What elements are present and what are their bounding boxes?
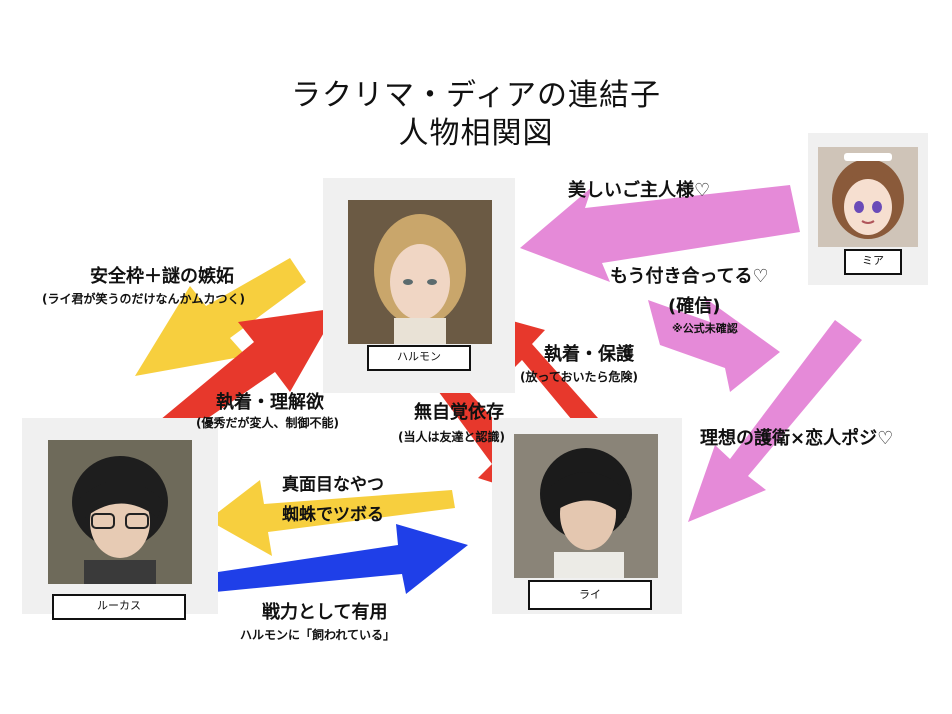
- label-mia-to-harmon: 美しいご主人様♡: [568, 180, 711, 201]
- label-lucas-to-rai: 戦力として有用: [262, 602, 388, 623]
- label-mia-dating-sub: (確信): [668, 296, 721, 317]
- name-mia: ミア: [844, 249, 902, 275]
- label-rai-to-harmon: 無自覚依存: [414, 402, 504, 423]
- label-mia-to-rai: 理想の護衛×恋人ポジ♡: [700, 428, 894, 449]
- name-harmon: ハルモン: [367, 345, 471, 371]
- arrow-mia-to-harmon: [520, 185, 800, 282]
- portrait-mia: [818, 147, 918, 247]
- label-rai-to-lucas-2: 蜘蛛でツボる: [282, 505, 384, 525]
- label-harmon-to-rai-sub: (放っておいたら危険): [520, 370, 639, 384]
- name-lucas: ルーカス: [52, 594, 186, 620]
- label-harmon-to-rai: 執着・保護: [544, 344, 634, 365]
- portrait-lucas: [48, 440, 192, 584]
- label-harmon-to-lucas: 安全枠＋謎の嫉妬: [90, 266, 234, 287]
- arrow-lucas-to-rai: [215, 524, 468, 594]
- label-lucas-to-harmon-sub: (優秀だが変人、制御不能): [196, 416, 339, 430]
- label-rai-to-lucas-1: 真面目なやつ: [282, 475, 384, 495]
- label-rai-to-harmon-sub: (当人は友達と認識): [398, 430, 505, 444]
- arrow-mia-dating: [648, 298, 780, 392]
- arrow-rai-to-lucas: [208, 480, 455, 556]
- label-mia-dating: もう付き合ってる♡: [610, 266, 769, 287]
- label-mia-dating-note: ※公式未確認: [672, 322, 738, 335]
- label-lucas-to-harmon: 執着・理解欲: [216, 392, 324, 413]
- arrow-mia-to-rai: [688, 320, 862, 522]
- harmon-face-icon: [348, 200, 492, 344]
- card-mia: ミア: [808, 133, 928, 285]
- label-lucas-to-rai-sub: ハルモンに「飼われている」: [240, 628, 396, 642]
- card-rai: ライ: [492, 418, 682, 614]
- card-lucas: ルーカス: [22, 418, 218, 620]
- rai-face-icon: [514, 434, 658, 578]
- mia-face-icon: [818, 147, 918, 247]
- chart-title-line1: ラクリマ・ディアの連結子: [291, 78, 661, 113]
- chart-title-line2: 人物相関図: [398, 116, 554, 151]
- arrow-harmon-to-lucas: [135, 258, 306, 376]
- lucas-face-icon: [48, 440, 192, 584]
- card-harmon: ハルモン: [323, 178, 515, 393]
- portrait-rai: [514, 434, 658, 578]
- label-harmon-to-lucas-sub: (ライ君が笑うのだけなんかムカつく): [42, 292, 245, 306]
- name-rai: ライ: [528, 580, 652, 610]
- arrow-lucas-to-harmon: [160, 308, 338, 440]
- portrait-harmon: [348, 200, 492, 344]
